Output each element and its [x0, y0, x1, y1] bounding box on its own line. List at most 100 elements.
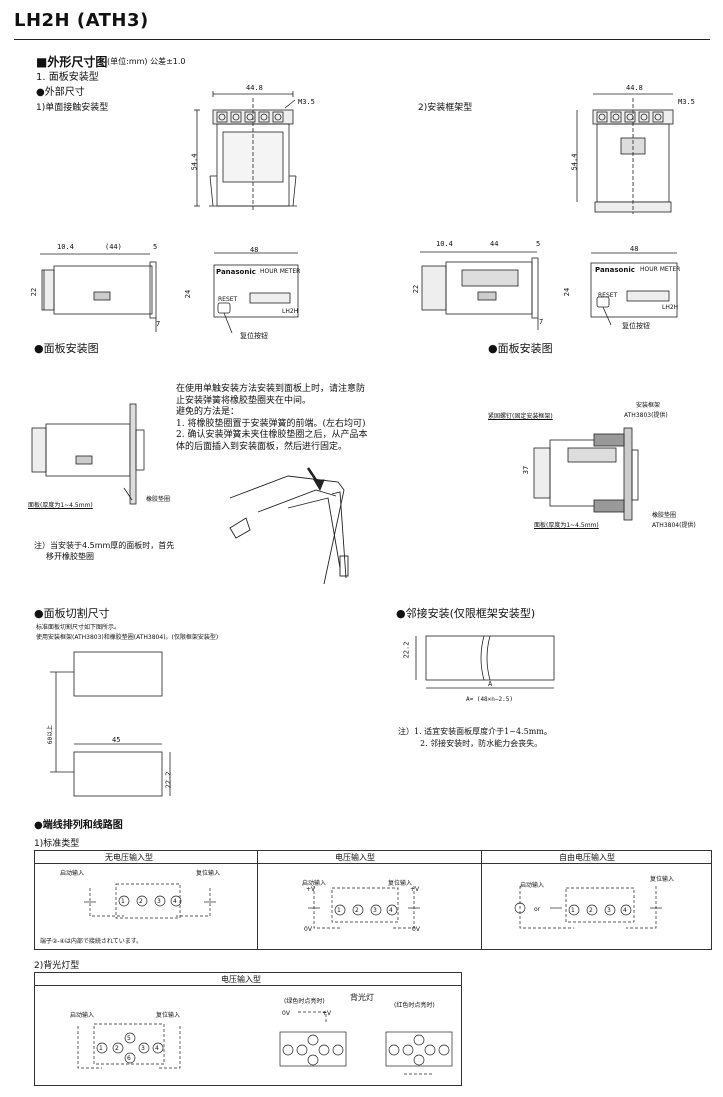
rubber-gasket-label-a: 橡胶垫圈: [146, 496, 171, 503]
col-divider: [481, 851, 482, 949]
dim-5-b: 5: [536, 240, 541, 248]
adjacent-formula: A= (48×n−2.5): [466, 696, 513, 703]
backlight-wiring-red: [385, 1031, 453, 1075]
brand-b: Panasonic: [595, 266, 635, 274]
adjacent-note2: 2. 邻接安装时，防水能力会丧失。: [420, 739, 543, 748]
std-header-row: [35, 851, 711, 864]
backlight-wiring-main: 1 2 3 4 5 6: [77, 1023, 181, 1069]
reset-input-bl: 复位输入: [156, 1012, 181, 1019]
std-wiring-table: 无电压输入型 电压输入型 自由电压输入型: [34, 850, 712, 950]
dim-48-b: 48: [630, 245, 639, 253]
panel-mount-drawing-right: [533, 427, 639, 521]
backlight-label: 背光灯: [350, 993, 374, 1002]
wiring-diagram-free-voltage: 1 2 3 4: [514, 886, 662, 929]
col-voltage: 电压输入型: [335, 853, 375, 862]
plus-v-c2b: +V: [410, 886, 420, 893]
col-no-voltage: 无电压输入型: [105, 853, 153, 862]
panel-note-line1: 注）当安装于4.5mm厚的面板时，首先: [34, 541, 175, 550]
dim-54-4-a: 54.4: [190, 153, 199, 171]
backlight-wiring-green: [279, 1011, 347, 1067]
reset-button-label-a: 复位按钮: [240, 332, 268, 340]
terminal-4: 4: [155, 1045, 159, 1052]
adjacent-heading: ●邻接安装(仅限框架安装型): [396, 607, 536, 620]
dim-7-a: 7: [156, 320, 161, 328]
terminal-1: 1: [337, 907, 341, 914]
terminal-5: 5: [127, 1035, 131, 1042]
terminal-2: 2: [355, 907, 359, 914]
dim-7-b: 7: [539, 318, 544, 326]
set-screw-label: 紧固螺钉(固定安装框架): [488, 413, 553, 420]
dim-48-a: 48: [250, 246, 259, 254]
instr-line: 2. 确认安装弹簧未夹住橡胶垫圈之后，从产品本: [176, 430, 368, 440]
start-input-c1: 启动输入: [60, 870, 85, 877]
zero-v-c2b: 0V: [412, 926, 420, 933]
wiring-diagram-no-voltage: 1 2 3 4: [84, 883, 216, 919]
terminal-3: 3: [607, 907, 611, 914]
dim-m3-5-a: M3.5: [298, 98, 315, 106]
start-input-bl: 启动输入: [70, 1012, 95, 1019]
frame-label-1: 安装框架: [636, 402, 661, 409]
title-rule: [14, 39, 710, 40]
rubber-gasket-install-illustration: [229, 467, 349, 585]
std-type-label: 1)标准类型: [34, 839, 80, 849]
front-view-type1: [194, 91, 297, 212]
panel-mount-heading-left: ●面板安装图: [34, 342, 99, 355]
page-title: LH2H (ATH3): [14, 10, 149, 31]
terminal-3: 3: [157, 898, 161, 905]
panel-thickness-label-b: 面板(厚度为1~4.5mm): [534, 522, 599, 529]
terminal-1: 1: [121, 898, 125, 905]
col-free-voltage: 自由电压输入型: [559, 853, 615, 862]
red-label: (红色时点亮时): [394, 1002, 435, 1009]
dim-44: 44: [490, 240, 499, 248]
reset-input-c3: 复位输入: [650, 876, 675, 883]
start-input-c3: 启动输入: [520, 882, 545, 889]
dim-44-8-a: 44.8: [246, 84, 263, 92]
zero-v-c2a: 0V: [304, 926, 312, 933]
brand-a: Panasonic: [216, 268, 256, 276]
front-face-type2: [590, 252, 678, 326]
or-label: or: [534, 906, 541, 913]
side-view-type2: [420, 251, 539, 330]
instr-line: 在使用单触安装方法安装到面板上时，请注意防: [176, 384, 366, 394]
reset-input-c1: 复位输入: [196, 870, 221, 877]
terminal-2: 2: [589, 907, 593, 914]
internal-connection-note: 端子②-④は内部で接続されています。: [40, 938, 143, 945]
frame-label-2: ATH3803(提供): [624, 412, 668, 419]
adjacent-drawing: [415, 635, 555, 689]
terminal-3: 3: [141, 1045, 145, 1052]
green-label: (绿色时点亮时): [284, 998, 325, 1005]
meter-a: HOUR METER: [260, 268, 301, 275]
plus-v-c2a: +V: [306, 886, 316, 893]
dim-22-a: 22: [30, 287, 39, 297]
type2-label: 2)安装框架型: [418, 103, 473, 113]
terminal-2: 2: [139, 898, 143, 905]
model-a: LH2H: [282, 308, 299, 315]
dim-22-2-cutout: 22.2: [164, 771, 173, 789]
dim-24-a: 24: [184, 289, 193, 299]
backlight-type-label: 2)背光灯型: [34, 961, 80, 971]
front-face-type1: [213, 252, 299, 334]
terminal-2: 2: [115, 1045, 119, 1052]
side-view-type1: [40, 253, 157, 332]
dim-37: 37: [522, 465, 531, 475]
panel-note-line2: 移开橡胶垫圈: [46, 552, 94, 561]
mount-instructions: 在使用单触安装方法安装到面板上时，请注意防 止安装弹簧将橡胶垫圈夹在中间。 避免…: [176, 384, 367, 453]
terminal-4: 4: [389, 907, 393, 914]
dims-heading: ■外形尺寸图: [36, 55, 108, 69]
bl-header-row: [35, 973, 461, 986]
backlight-wiring-table: 电压输入型: [34, 972, 462, 1086]
reset-small-b: RESET: [598, 292, 618, 299]
cutout-drawing: [50, 651, 171, 797]
reset-button-label-b: 复位按钮: [622, 322, 650, 330]
dim-10-4-b: 10.4: [436, 240, 453, 248]
zero-v-green: 0V: [282, 1010, 290, 1017]
dim-45: 45: [112, 736, 121, 744]
adjacent-note1: 注）1. 适宜安装面板厚度介于1~4.5mm。: [398, 727, 552, 736]
terminal-1: 1: [99, 1045, 103, 1052]
wiring-diagram-voltage: 1 2 3 4: [308, 886, 420, 929]
panel-mount-drawing-left: [31, 403, 145, 505]
dim-24-b: 24: [563, 287, 572, 297]
meter-b: HOUR METER: [640, 266, 681, 273]
model-b: LH2H: [662, 304, 679, 311]
rubber-gasket-part: ATH3804(提供): [652, 522, 696, 529]
